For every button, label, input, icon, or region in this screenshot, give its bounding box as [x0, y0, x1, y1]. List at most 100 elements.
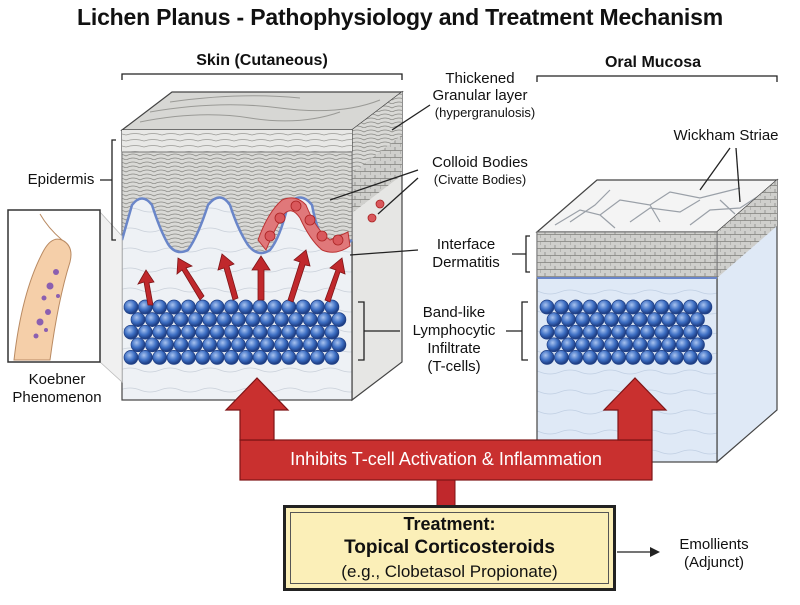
lymphocyte — [675, 337, 691, 353]
lymphocyte — [611, 324, 627, 340]
emollients-label-1: Emollients — [679, 536, 749, 553]
lymphocyte — [690, 312, 705, 327]
lymphocyte — [324, 299, 340, 315]
lymphocyte — [661, 312, 677, 327]
lymphocyte — [317, 337, 332, 353]
lymphocyte — [295, 324, 311, 340]
lymphocyte — [173, 312, 189, 327]
lymphocyte — [130, 312, 146, 327]
lymphocyte — [697, 324, 713, 340]
lymphocyte — [683, 299, 698, 315]
lymphocyte — [123, 350, 139, 365]
lymphocyte — [152, 350, 168, 365]
lymphocyte — [568, 350, 584, 365]
lymphocyte — [310, 324, 325, 340]
lymphocyte — [683, 350, 698, 365]
lymphocyte — [152, 299, 168, 315]
colloid-label-2: (Civatte Bodies) — [433, 172, 527, 187]
emollients-label-2: (Adjunct) — [683, 554, 745, 571]
arrow-to-oral — [602, 377, 668, 441]
oral-block — [535, 178, 779, 464]
arrow-to-skin — [224, 377, 290, 441]
oral-lymphocyte-band — [539, 299, 713, 365]
lymphocyte — [245, 337, 261, 353]
lymphocyte — [618, 312, 634, 327]
lymphocyte — [181, 350, 196, 365]
lymphocyte — [288, 337, 304, 353]
lymphocyte — [288, 312, 304, 327]
lymphocyte — [195, 324, 211, 340]
lymphocyte — [597, 299, 612, 315]
thickened-label-1: Thickened — [445, 70, 515, 87]
lymphocyte — [302, 337, 318, 353]
lymphocyte — [259, 337, 275, 353]
lymphocyte — [259, 312, 275, 327]
treatment-arrow-network — [224, 377, 668, 511]
lymphocyte — [224, 350, 239, 365]
lymphocyte — [690, 337, 705, 353]
lymphocyte — [668, 324, 684, 340]
lymphocyte — [575, 337, 591, 353]
oral-header: Oral Mucosa — [604, 54, 702, 71]
lymphocyte — [568, 324, 584, 340]
lymphocyte — [181, 324, 196, 340]
lymphocyte — [640, 324, 655, 340]
lymphocyte — [589, 337, 605, 353]
lymphocyte — [274, 337, 289, 353]
treatment-example: (e.g., Clobetasol Propionate) — [341, 562, 558, 581]
lymphocyte — [697, 299, 713, 315]
lymphocyte — [654, 299, 670, 315]
lymphocyte — [281, 350, 297, 365]
lymphocyte — [195, 350, 211, 365]
lymphocyte — [324, 350, 340, 365]
lymphocyte — [274, 312, 289, 327]
lymphocyte — [144, 312, 160, 327]
lymphocyte — [661, 337, 677, 353]
lymphocyte — [267, 350, 282, 365]
thickened-label-3: (hypergranulosis) — [434, 105, 536, 120]
lymphocyte — [597, 324, 612, 340]
lymphocyte — [166, 350, 182, 365]
lymphocyte — [152, 324, 168, 340]
lymphocyte — [166, 324, 182, 340]
lymphocyte — [238, 299, 254, 315]
lymphocyte — [539, 299, 555, 315]
koebner-label-2: Phenomenon — [12, 389, 102, 406]
lymphocyte — [604, 337, 619, 353]
lymphocyte — [589, 312, 605, 327]
lymphocyte — [245, 312, 261, 327]
lymphocyte — [618, 337, 634, 353]
lymphocyte — [209, 350, 225, 365]
treatment-box — [283, 505, 616, 591]
lymphocyte — [561, 337, 576, 353]
band-label-2: Lymphocytic — [412, 322, 496, 339]
lymphocyte — [144, 337, 160, 353]
lymphocyte — [546, 312, 562, 327]
lymphocyte — [554, 350, 569, 365]
oral-epithelium — [536, 231, 718, 279]
lymphocyte — [130, 337, 146, 353]
lymphocyte — [252, 324, 268, 340]
epidermis-label: Epidermis — [27, 171, 95, 188]
lymphocyte — [216, 337, 232, 353]
lymphocyte — [137, 324, 153, 340]
lymphocyte — [561, 312, 576, 327]
lymphocyte — [310, 350, 325, 365]
lymphocyte — [647, 337, 662, 353]
annotation-lines — [100, 73, 778, 553]
treatment-drug: Topical Corticosteroids — [344, 537, 555, 558]
lymphocyte — [159, 337, 175, 353]
lymphocyte — [231, 312, 246, 327]
lymphocyte — [668, 350, 684, 365]
lymphocyte — [224, 299, 239, 315]
lymphocyte — [582, 299, 598, 315]
lymphocyte — [137, 350, 153, 365]
band-label-3: Infiltrate — [427, 340, 481, 357]
lymphocyte — [654, 350, 670, 365]
lymphocyte — [202, 337, 218, 353]
inhibition-banner — [239, 439, 653, 481]
lymphocyte — [181, 299, 196, 315]
lymphocyte — [625, 350, 641, 365]
lymphocyte — [324, 324, 340, 340]
